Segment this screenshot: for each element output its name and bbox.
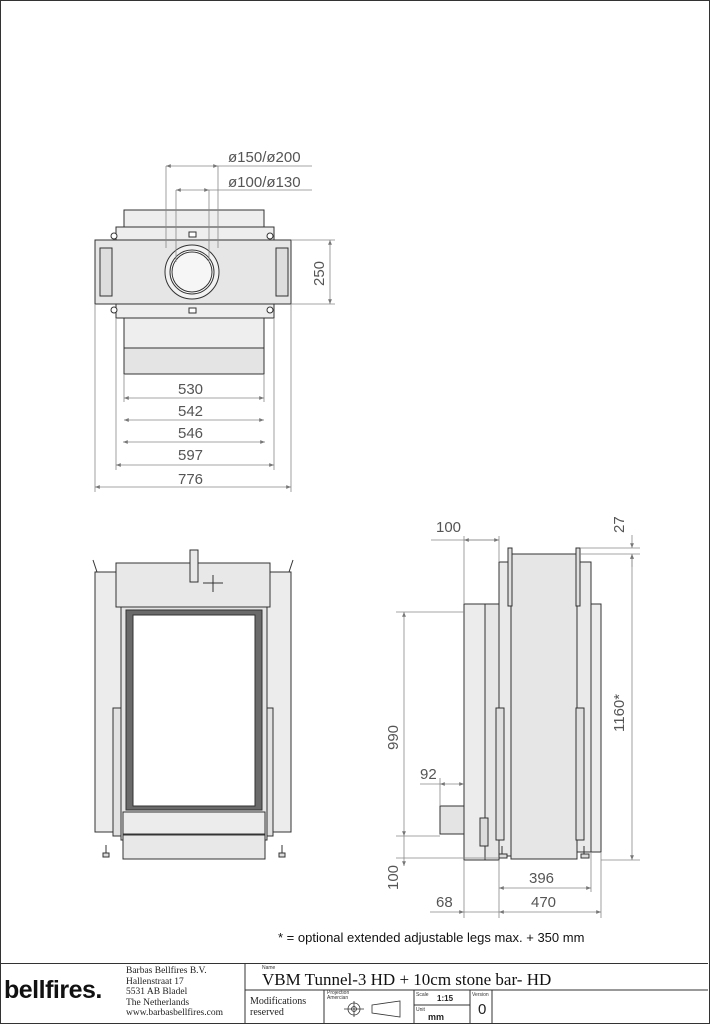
projection-symbol <box>344 1000 401 1018</box>
dim-flue-outer: ø150/ø200 <box>228 149 301 166</box>
dim-width-776: 776 <box>178 471 203 488</box>
street: Hallenstraat 17 <box>126 976 184 987</box>
top-view-dimension-lines <box>94 164 335 492</box>
dim-leg-height: 100 <box>385 865 402 890</box>
dim-offset: 68 <box>436 894 453 911</box>
projection-label: Projection Amercian <box>327 990 350 1001</box>
company-address: Barbas Bellfires B.V. Hallenstraat 17 55… <box>126 966 223 1019</box>
dim-depth-inner: 396 <box>529 870 554 887</box>
side-view-dimension-lines <box>396 535 640 918</box>
scale-label: Scale <box>416 992 429 998</box>
version-value: 0 <box>478 1001 487 1018</box>
top-view <box>94 209 292 375</box>
zip-city: 5531 AB Bladel <box>126 987 188 997</box>
front-view <box>92 549 294 860</box>
unit-value: mm <box>428 1012 445 1022</box>
dim-width-530: 530 <box>178 381 203 398</box>
company-name: Barbas Bellfires B.V. <box>126 966 207 976</box>
version-label: Version <box>472 992 489 998</box>
dim-width-597: 597 <box>178 447 203 464</box>
title-block-grid <box>244 964 708 1023</box>
dim-top-gap: 27 <box>611 516 628 533</box>
unit-label: Unit <box>416 1007 425 1013</box>
dim-height-front: 990 <box>385 725 402 750</box>
dim-depth: 250 <box>311 261 328 286</box>
bellfires-logo: bellfires. <box>4 976 102 1004</box>
title-block: bellfires. Barbas Bellfires B.V. Hallens… <box>0 963 708 1023</box>
side-view <box>439 547 602 861</box>
dim-width-542: 542 <box>178 403 203 420</box>
dim-width-546: 546 <box>178 425 203 442</box>
website-link[interactable]: www.barbasbellfires.com <box>126 1008 223 1018</box>
scale-value: 1:15 <box>437 994 454 1003</box>
dim-top-offset: 100 <box>436 519 461 536</box>
dim-stone-bar: 92 <box>420 766 437 783</box>
modifications-line-2: reserved <box>250 1007 284 1018</box>
name-label: Name <box>262 965 276 971</box>
country: The Netherlands <box>126 997 190 1008</box>
dim-flue-inner: ø100/ø130 <box>228 174 301 191</box>
modifications-note: Modifications reserved <box>250 996 306 1018</box>
drawing-title: VBM Tunnel-3 HD + 10cm stone bar- HD <box>262 970 552 989</box>
modifications-line-1: Modifications <box>250 996 307 1007</box>
dim-height-total: 1160* <box>611 694 628 732</box>
legs-note: * = optional extended adjustable legs ma… <box>278 930 585 945</box>
dim-depth-total: 470 <box>531 894 556 911</box>
